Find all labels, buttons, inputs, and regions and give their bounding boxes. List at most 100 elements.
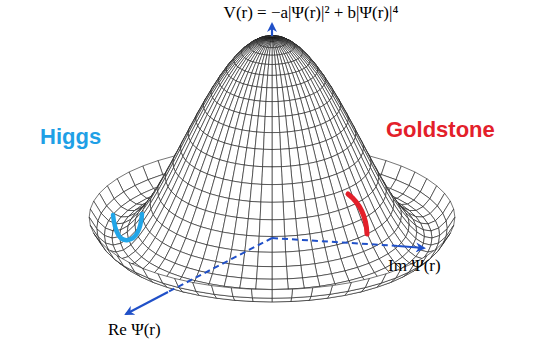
mesh-cell — [262, 167, 272, 185]
mesh-cell — [280, 132, 289, 149]
im-axis-hidden — [272, 238, 398, 246]
re-axis — [126, 292, 168, 314]
mesh-cell — [269, 48, 272, 56]
mesh-cell — [270, 38, 272, 42]
axes — [126, 24, 424, 314]
mesh-cell — [243, 251, 258, 266]
mesh-cell — [272, 202, 284, 220]
mesh-cell — [272, 75, 277, 88]
mesh-cell — [301, 264, 318, 278]
mesh-cell — [348, 279, 369, 292]
mesh-cell — [272, 38, 278, 41]
mesh-cell — [272, 167, 282, 185]
mesh-cell — [263, 149, 272, 167]
mesh-cell — [269, 42, 272, 48]
mesh-cell — [242, 265, 258, 279]
mesh-cell — [273, 42, 276, 48]
mesh-cell — [272, 38, 275, 42]
mesh-cell — [285, 235, 299, 252]
mesh-cell — [292, 288, 313, 298]
mesh-cell — [270, 42, 272, 48]
mesh-cell — [269, 55, 272, 64]
mesh-cell — [216, 248, 232, 264]
mesh-cell — [291, 165, 303, 184]
mesh-cell — [284, 219, 298, 237]
mesh-cell — [229, 250, 245, 266]
higgs-mode-arc — [113, 214, 142, 240]
mesh-cell — [266, 38, 272, 41]
mesh-cell — [247, 219, 261, 237]
mesh-cell — [272, 266, 287, 279]
re-axis-hidden — [168, 238, 272, 292]
mesh-cell — [227, 264, 244, 278]
mesh-cell — [270, 38, 273, 42]
mesh-cell — [272, 38, 275, 42]
mesh-cell — [272, 64, 276, 75]
mesh-cell — [266, 88, 272, 102]
mesh-cell — [257, 266, 272, 279]
im-axis-label: Im Ψ(r) — [388, 256, 441, 276]
mesh-cell — [292, 183, 304, 202]
mesh-cell — [271, 38, 273, 42]
mesh-cell — [231, 288, 252, 298]
mesh-cell — [272, 184, 283, 202]
mesh-cell — [272, 55, 275, 64]
mesh-cell — [248, 201, 261, 219]
mesh-cell — [286, 251, 301, 266]
mesh-cell — [232, 234, 247, 251]
mesh-cell — [258, 252, 273, 267]
mesh-cell — [311, 286, 332, 297]
mesh-cell — [272, 252, 287, 267]
mesh-cell — [272, 38, 274, 42]
mesh-cell — [261, 184, 272, 202]
mesh-cell — [267, 38, 272, 41]
goldstone-label: Goldstone — [386, 117, 495, 143]
mesh-cell — [252, 166, 263, 184]
mesh-cell — [283, 201, 296, 219]
mesh-cell — [287, 278, 304, 289]
mesh-cell — [281, 149, 291, 167]
mesh-cell — [265, 102, 272, 117]
mesh-cell — [267, 75, 272, 88]
mesh-cell — [175, 279, 196, 292]
mesh-cell — [272, 117, 280, 133]
mesh-cell — [259, 220, 272, 237]
mesh-cell — [193, 283, 214, 295]
mesh-cell — [268, 64, 272, 75]
mesh-cell — [234, 217, 248, 235]
mesh-cell — [274, 42, 277, 48]
potential-formula: V(r) = −a|Ψ(r)|² + b|Ψ(r)|⁴ — [224, 3, 399, 23]
mesh-cell — [252, 289, 273, 298]
mesh-cell — [312, 248, 328, 264]
mesh-cell — [272, 133, 281, 150]
mesh-cell — [89, 217, 98, 236]
higgs-label: Higgs — [40, 124, 101, 150]
mesh-cell — [297, 234, 312, 251]
mesh-cell — [272, 149, 281, 167]
im-axis — [398, 246, 424, 248]
mesh-cell — [257, 116, 266, 133]
mesh-cell — [250, 184, 262, 202]
mesh-cell — [267, 38, 272, 42]
mesh-cell — [107, 249, 123, 266]
mesh-cell — [272, 48, 275, 56]
v-axis — [271, 24, 273, 36]
mesh-cell — [268, 38, 272, 42]
mesh-cell — [269, 38, 272, 42]
mesh-cell — [258, 101, 266, 116]
goldstone-mode-arc — [348, 194, 367, 234]
mesh-cell — [242, 165, 254, 184]
mesh-cell — [237, 200, 250, 219]
mesh-cell — [272, 102, 279, 117]
mesh-cell — [239, 183, 251, 202]
mesh-cell — [240, 278, 257, 289]
mesh-cell — [272, 88, 278, 102]
mesh-cell — [287, 265, 303, 279]
mesh-cell — [296, 217, 310, 235]
mesh-cell — [294, 200, 307, 219]
mesh-cell — [264, 133, 273, 150]
mesh-cell — [272, 279, 288, 290]
mesh-cell — [279, 116, 288, 133]
mesh-cell — [245, 235, 259, 252]
mesh-cell — [272, 38, 277, 41]
